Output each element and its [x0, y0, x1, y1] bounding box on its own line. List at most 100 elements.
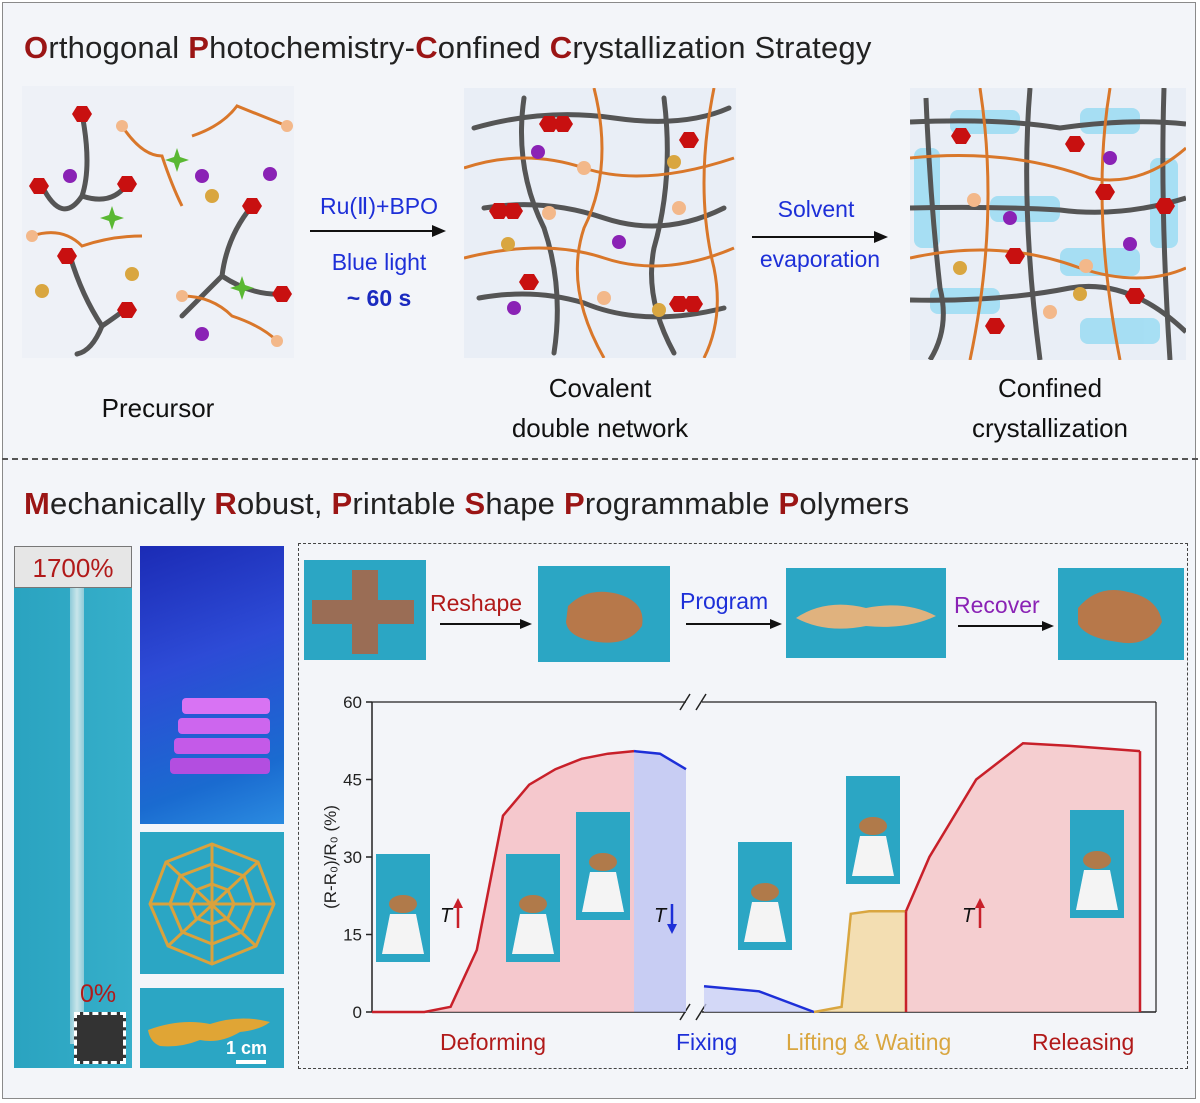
phase-lifting-label: Lifting & Waiting [786, 1029, 952, 1055]
shuttlecock-feathers [582, 872, 624, 912]
title-part-9: rogrammable [584, 486, 779, 521]
line-releasing [904, 742, 1141, 912]
title-part-7: hape [485, 486, 564, 521]
title-part-5: rintable [352, 486, 465, 521]
area-deforming [372, 751, 634, 1012]
temp-up-arrowhead [975, 898, 985, 908]
spider-web-icon [148, 842, 276, 966]
sample-shape [859, 817, 887, 835]
bottom-title: Mechanically Robust, Printable Shape Pro… [24, 486, 909, 522]
y-axis-label: (R-R₀)/R₀ (%) [321, 805, 340, 909]
step-arrow-1 [440, 619, 532, 629]
stretch-top-label: 1700% [32, 553, 114, 583]
shuttlecock-feathers [1076, 870, 1118, 910]
title-initial-2: P [188, 30, 210, 65]
shuttlecock-feathers [852, 836, 894, 876]
line-lifting-waiting [813, 910, 906, 1014]
title-part-1: echanically [50, 486, 215, 521]
title-initial-4: C [415, 30, 438, 65]
unstretched-sample [74, 1012, 126, 1064]
arrow1-arrow [310, 225, 446, 237]
title-initial-8: P [563, 486, 585, 521]
shuttlecock-feathers [382, 914, 424, 954]
sample-shape [751, 883, 779, 901]
shuttlecock-feathers [512, 914, 554, 954]
title-initial-10: P [778, 486, 800, 521]
stretch-top-label-box [14, 546, 132, 588]
arrow1-light-label: Blue light [331, 249, 427, 275]
step-arrow-3 [958, 621, 1054, 631]
title-initial-0: O [24, 30, 49, 65]
scale-bar [236, 1060, 266, 1064]
title-part-7: rystallization Strategy [572, 30, 872, 65]
network-label-2: double network [511, 413, 689, 443]
shuttlecock-feathers [744, 902, 786, 942]
stretch-photo: 1700% 0% [14, 546, 132, 1068]
area-fixing-2 [704, 986, 814, 1012]
step-reshape-label: Reshape [430, 590, 523, 616]
arrow2-label-1: Solvent [777, 196, 855, 222]
lizard-icon [148, 1018, 270, 1047]
reshaped-sample-photo [538, 566, 670, 662]
sample-shape [519, 895, 547, 913]
y-tick-label: 30 [343, 848, 362, 867]
step-program-label: Program [680, 588, 769, 614]
precursor-panel [22, 86, 294, 358]
title-initial-6: C [549, 30, 573, 65]
network-label-1: Covalent [548, 373, 652, 403]
arrow2-label-2: evaporation [759, 246, 881, 272]
stretched-strip [70, 584, 84, 1044]
title-initial-6: S [464, 486, 486, 521]
programmed-sample-photo [786, 568, 946, 658]
axis-break-top [679, 693, 707, 711]
scale-bar-label: 1 cm [226, 1038, 268, 1058]
stretch-bottom-label: 0% [80, 980, 117, 1008]
title-initial-4: P [331, 486, 353, 521]
sample-shape [389, 895, 417, 913]
lizard-print-photo: 1 cm [140, 988, 284, 1068]
step-arrow-2 [686, 619, 782, 629]
sample-shape [589, 853, 617, 871]
temp-up-arrowhead [453, 898, 463, 908]
sample-shape [1083, 851, 1111, 869]
precursor-label: Precursor [101, 393, 215, 423]
title-part-5: onfined [437, 30, 550, 65]
y-tick-label: 45 [343, 771, 362, 790]
confined-label-2: crystallization [971, 413, 1129, 443]
confined-label-1: Confined [997, 373, 1103, 403]
phase-fixing-label: Fixing [676, 1029, 738, 1055]
phase-deforming-label: Deforming [440, 1029, 547, 1055]
line-deforming [372, 749, 635, 1014]
title-part-3: obust, [237, 486, 332, 521]
line-fixing [633, 749, 687, 771]
confined-panel [909, 87, 1188, 362]
y-tick-label: 0 [353, 1003, 362, 1022]
step-recover-label: Recover [954, 592, 1040, 618]
y-tick-label: 60 [343, 693, 362, 712]
confined-illustration [909, 87, 1188, 362]
area-fixing [634, 751, 686, 1012]
title-part-1: rthogonal [48, 30, 189, 65]
temperature-label: T [962, 905, 976, 927]
cross-sample-photo [304, 560, 426, 660]
temp-down-arrowhead [667, 924, 677, 934]
network-panel [463, 87, 736, 359]
top-title: Orthogonal Photochemistry-Confined Cryst… [24, 30, 872, 66]
temperature-label: T [654, 905, 668, 927]
area-lifting-waiting [814, 911, 906, 1012]
recovered-sample-photo [1058, 568, 1184, 660]
uv-printed-steps-photo [140, 546, 284, 824]
arrow1-catalyst-label: Ru(Ⅱ)+BPO [319, 193, 439, 219]
title-initial-2: R [214, 486, 238, 521]
spider-web-print-photo [140, 832, 284, 974]
precursor-illustration [26, 104, 293, 357]
arrow2-arrow [752, 231, 888, 243]
title-part-11: olymers [799, 486, 910, 521]
network-illustration [463, 87, 735, 359]
line-fixing-2 [703, 984, 815, 1014]
section-divider [2, 458, 1198, 460]
y-tick-label: 15 [343, 926, 362, 945]
title-part-3: hotochemistry- [209, 30, 416, 65]
arrow1-time-label: ~ 60 s [346, 285, 412, 311]
